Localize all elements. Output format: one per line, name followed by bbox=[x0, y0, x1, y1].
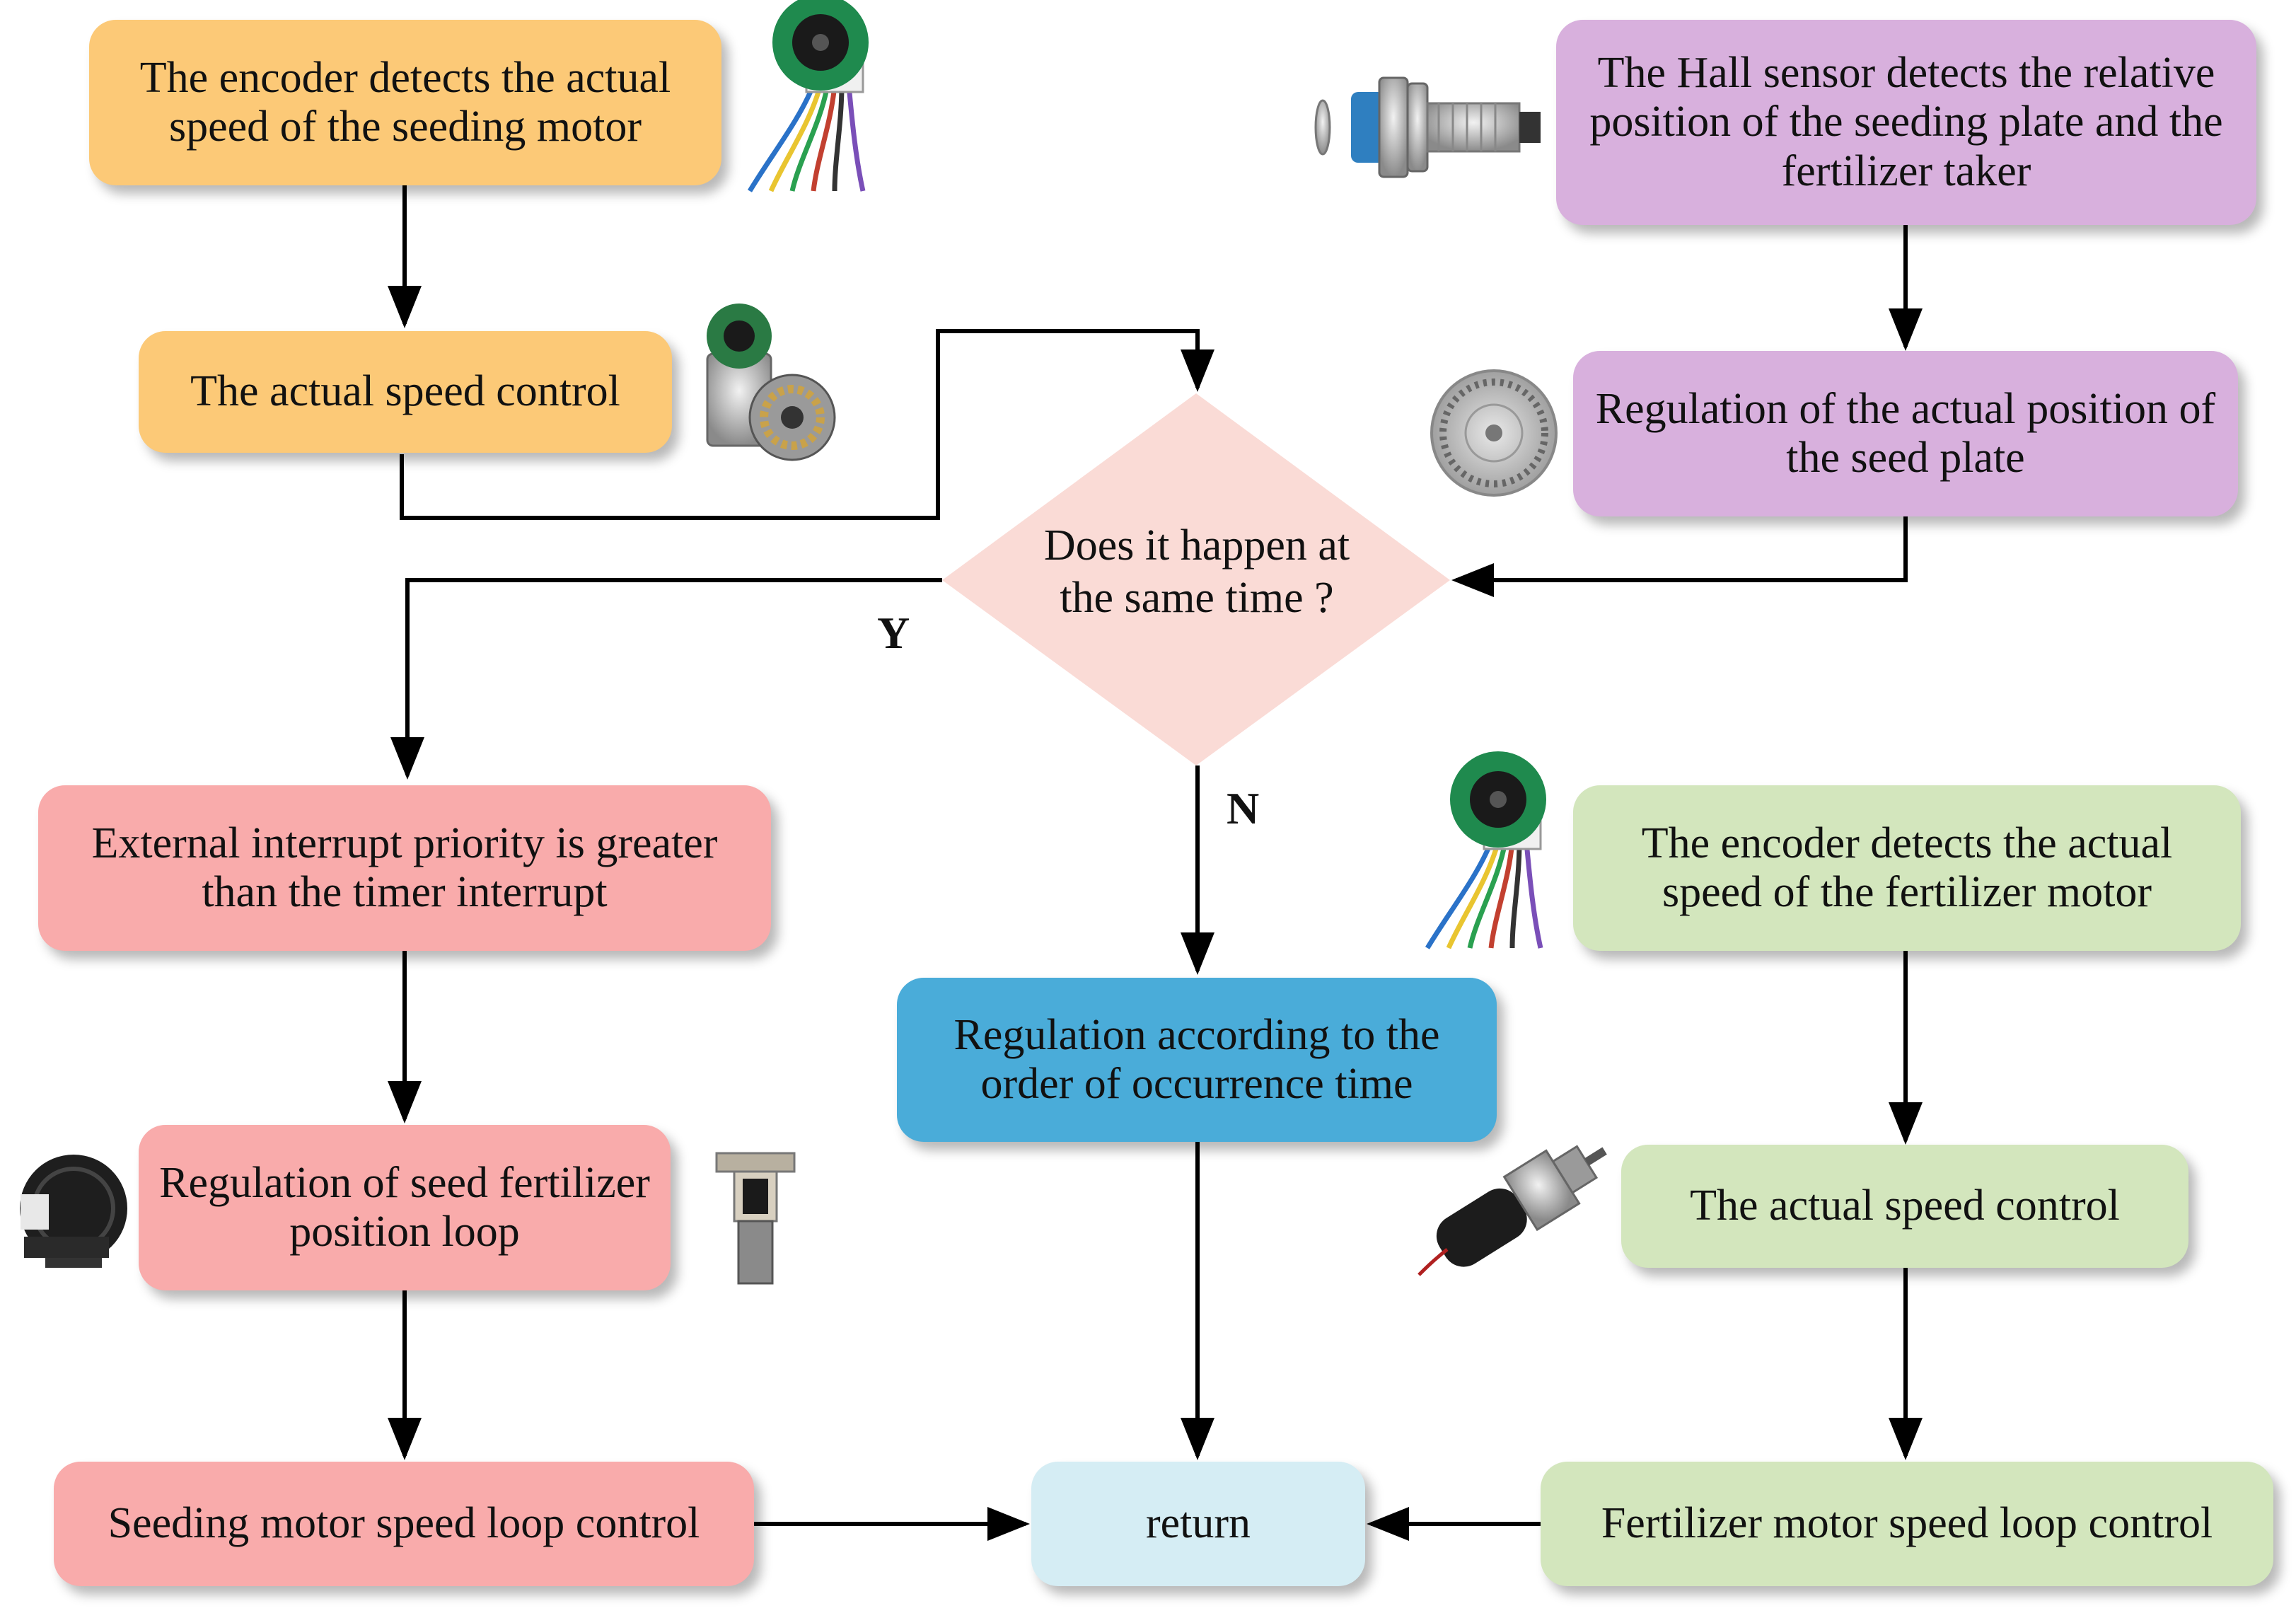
seed-speed-loop-label: Seeding motor speed loop control bbox=[108, 1499, 700, 1548]
encoder-seeding-label: The encoder detects the actual speed of … bbox=[139, 53, 671, 151]
no-label: N bbox=[1227, 783, 1260, 833]
return-node: return bbox=[1031, 1462, 1365, 1586]
order-regulation-label: Regulation according to the order of occ… bbox=[953, 1010, 1440, 1108]
decision-label: Does it happen at the same time ? bbox=[1043, 521, 1350, 623]
edge-decision-yes bbox=[390, 578, 942, 780]
gear-motor-icon bbox=[706, 304, 836, 461]
edge-speed-control-to-decision bbox=[400, 329, 1214, 520]
seed-speed-loop-node: Seeding motor speed loop control bbox=[54, 1462, 754, 1586]
position-loop-label: Regulation of seed fertilizer position l… bbox=[159, 1158, 650, 1256]
return-label: return bbox=[1145, 1499, 1251, 1548]
hall-sensor-label: The Hall sensor detects the relative pos… bbox=[1589, 48, 2223, 195]
order-regulation-node: Regulation according to the order of occ… bbox=[897, 978, 1497, 1142]
decision-diamond bbox=[942, 393, 1450, 765]
interrupt-priority-label: External interrupt priority is greater t… bbox=[91, 819, 718, 916]
position-loop-node: Regulation of seed fertilizer position l… bbox=[139, 1125, 671, 1290]
hall-sensor-icon bbox=[1314, 76, 1541, 178]
seed-plate-regulation-label: Regulation of the actual position of the… bbox=[1595, 384, 2216, 482]
yes-label: Y bbox=[877, 608, 910, 658]
edge-seed-plate-to-decision bbox=[1451, 516, 1908, 597]
fertilizer-taker-icon bbox=[715, 1152, 796, 1285]
encoder-icon bbox=[1425, 751, 1546, 949]
speed-control-left-label: The actual speed control bbox=[190, 367, 620, 416]
seed-meter-icon bbox=[20, 1155, 127, 1268]
fertilizer-speed-loop-node: Fertilizer motor speed loop control bbox=[1541, 1462, 2273, 1586]
speed-control-right-label: The actual speed control bbox=[1690, 1181, 2120, 1230]
hall-sensor-node: The Hall sensor detects the relative pos… bbox=[1556, 20, 2256, 225]
interrupt-priority-node: External interrupt priority is greater t… bbox=[38, 785, 771, 951]
encoder-icon bbox=[747, 0, 869, 192]
encoder-seeding-node: The encoder detects the actual speed of … bbox=[89, 20, 721, 185]
seed-plate-regulation-node: Regulation of the actual position of the… bbox=[1573, 351, 2238, 516]
seed-plate-icon bbox=[1430, 369, 1558, 497]
encoder-fertilizer-label: The encoder detects the actual speed of … bbox=[1641, 819, 2173, 916]
encoder-fertilizer-node: The encoder detects the actual speed of … bbox=[1573, 785, 2241, 951]
fertilizer-speed-loop-label: Fertilizer motor speed loop control bbox=[1601, 1499, 2213, 1548]
speed-control-left-node: The actual speed control bbox=[139, 331, 672, 453]
speed-control-right-node: The actual speed control bbox=[1621, 1145, 2188, 1268]
worm-gear-motor-icon bbox=[1417, 1145, 1607, 1276]
